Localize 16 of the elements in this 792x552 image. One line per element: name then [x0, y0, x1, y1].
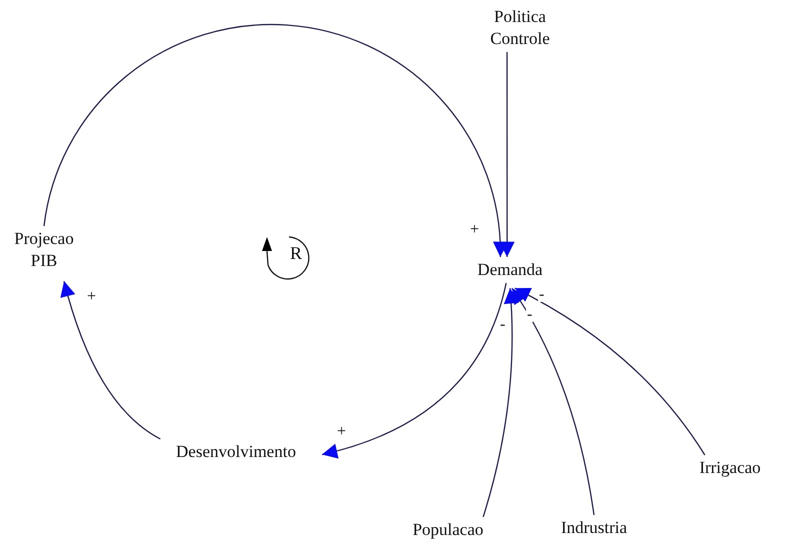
variable-label: Populacao — [412, 519, 484, 541]
variable-label: Desenvolvimento — [176, 441, 296, 463]
arrow — [43, 24, 508, 258]
arrow — [514, 288, 706, 456]
variable-label: Projecao PIB — [13, 228, 75, 272]
variable-label: Indrustria — [560, 517, 628, 539]
arrow — [499, 52, 515, 258]
variable-label: Demanda — [477, 259, 543, 281]
variable-label: Irrigacao — [699, 457, 761, 479]
polarity-sign: - — [526, 308, 534, 322]
loop-label: R — [290, 243, 302, 263]
arrow — [482, 288, 519, 518]
variable-label: Politica Controle — [489, 6, 551, 50]
arrow — [60, 281, 161, 440]
arrow — [322, 282, 507, 458]
arrow — [511, 288, 595, 516]
